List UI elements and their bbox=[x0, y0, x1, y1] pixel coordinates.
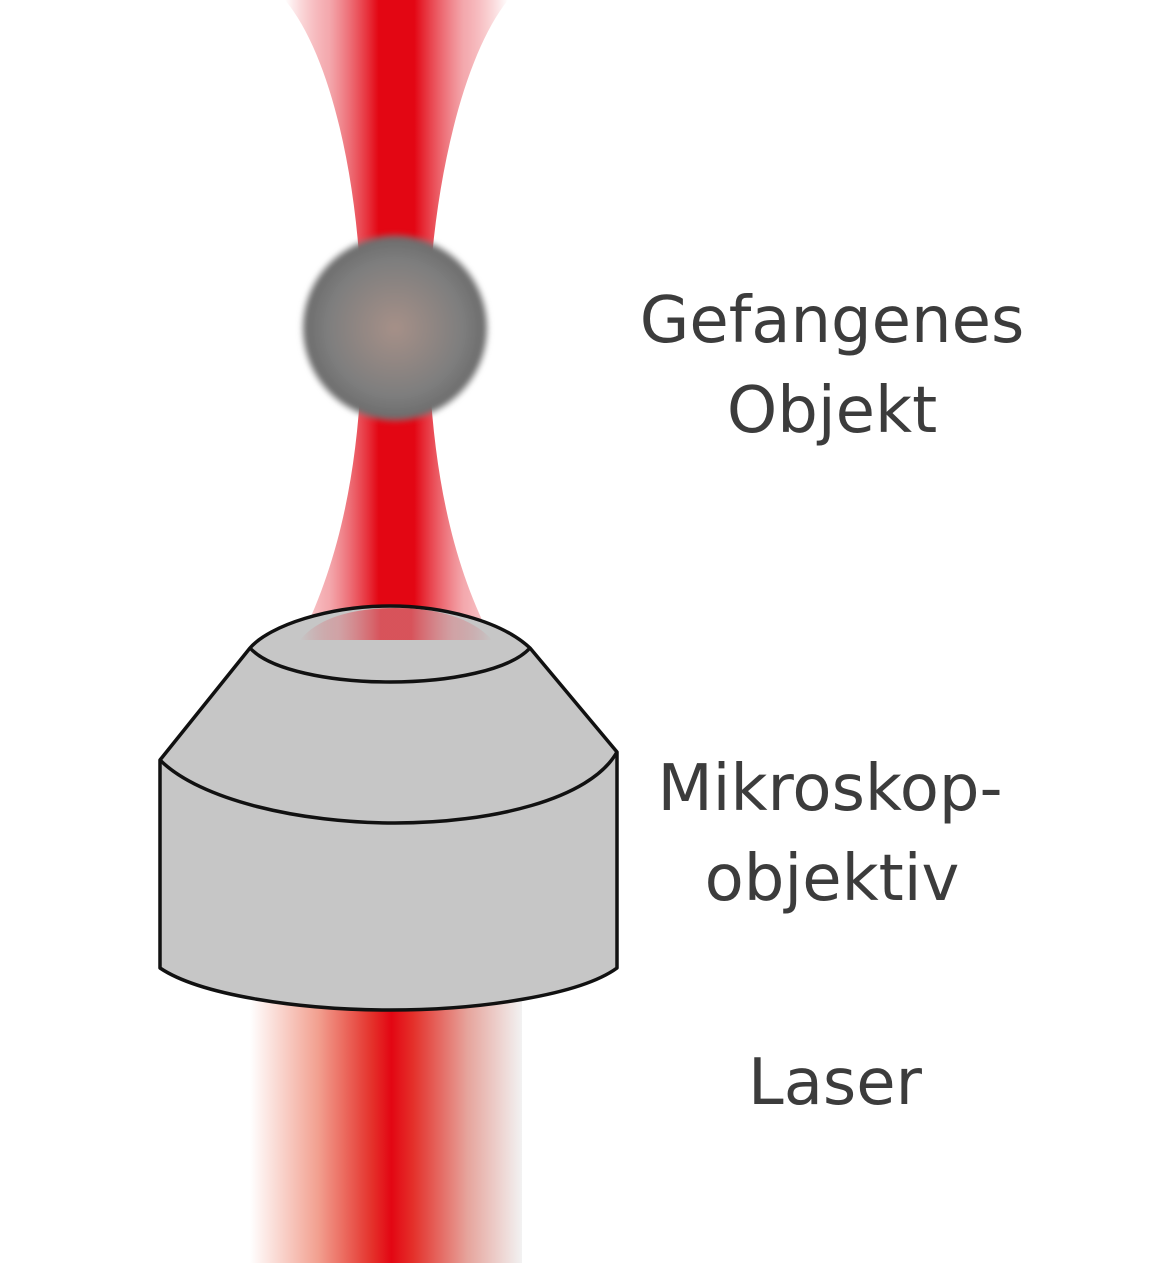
trapped-object-sphere bbox=[299, 232, 491, 424]
label-objective-line1: Mikroskop- bbox=[657, 752, 1002, 826]
label-objective-line2: objektiv bbox=[705, 842, 960, 916]
label-trapped-object-line1: Gefangenes bbox=[640, 284, 1025, 358]
beam-on-lens bbox=[300, 608, 492, 640]
microscope-objective bbox=[158, 604, 619, 1012]
label-laser: Laser bbox=[748, 1046, 923, 1120]
label-trapped-object-line2: Objekt bbox=[727, 374, 937, 448]
incoming-laser-beam bbox=[250, 1000, 522, 1263]
